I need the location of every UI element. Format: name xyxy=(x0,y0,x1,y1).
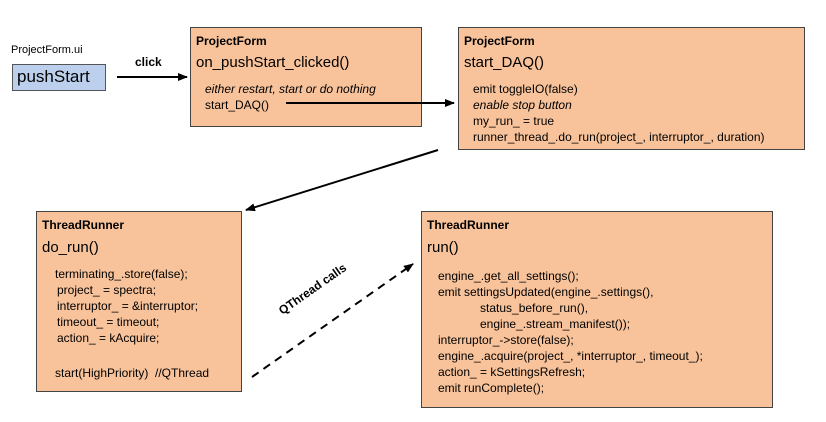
box-line: engine_.get_all_settings(); xyxy=(438,269,579,283)
box-title: ProjectForm xyxy=(464,34,535,48)
box-line: either restart, start or do nothing xyxy=(205,82,376,96)
box-line: emit toggleIO(false) xyxy=(473,82,578,96)
box-line: action_ = kAcquire; xyxy=(57,331,160,345)
qthread-arrow xyxy=(251,263,414,378)
box-line: project_ = spectra; xyxy=(57,283,157,297)
box-line: interruptor_ = &interruptor; xyxy=(57,299,199,313)
projectform-click-handler-box: ProjectForm on_pushStart_clicked() eithe… xyxy=(190,27,422,127)
box-line: terminating_.store(false); xyxy=(55,267,188,281)
box-line: emit runComplete(); xyxy=(438,381,545,395)
do-run-arrow xyxy=(245,149,439,212)
box-line: status_before_run(), xyxy=(480,301,589,315)
box-method: run() xyxy=(427,239,459,256)
box-line: action_ = kSettingsRefresh; xyxy=(438,365,586,379)
box-line: runner_thread_.do_run(project_, interrup… xyxy=(473,130,765,144)
box-method: on_pushStart_clicked() xyxy=(196,54,350,71)
box-line: start(HighPriority) //QThread xyxy=(55,366,210,380)
projectform-start-daq-box: ProjectForm start_DAQ() emit toggleIO(fa… xyxy=(458,27,805,150)
threadrunner-run-box: ThreadRunner run() engine_.get_all_setti… xyxy=(421,211,773,408)
push-start-button: pushStart xyxy=(12,64,106,91)
box-line: start_DAQ() xyxy=(205,98,270,112)
box-line: interruptor_->store(false); xyxy=(438,333,574,347)
click-label: click xyxy=(135,55,162,69)
box-method: start_DAQ() xyxy=(464,54,545,71)
box-title: ThreadRunner xyxy=(427,218,510,232)
box-line: emit settingsUpdated(engine_.settings(), xyxy=(438,285,654,299)
box-line: engine_.acquire(project_, *interruptor_,… xyxy=(438,349,703,363)
box-line: timeout_ = timeout; xyxy=(57,315,160,329)
ui-file-label: ProjectForm.ui xyxy=(11,44,83,56)
box-line: enable stop button xyxy=(473,98,572,112)
box-title: ThreadRunner xyxy=(42,218,125,232)
box-line: engine_.stream_manifest()); xyxy=(480,317,631,331)
box-line: my_run_ = true xyxy=(473,114,555,128)
threadrunner-do-run-box: ThreadRunner do_run() terminating_.store… xyxy=(36,211,242,392)
box-method: do_run() xyxy=(42,239,99,256)
box-title: ProjectForm xyxy=(196,34,267,48)
